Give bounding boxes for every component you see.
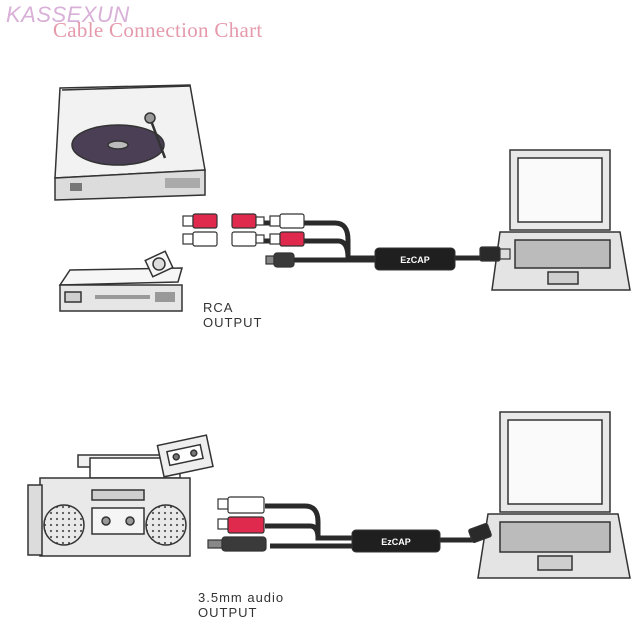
chart-title: Cable Connection Chart <box>53 18 263 42</box>
boombox-icon <box>27 434 214 557</box>
usb-plug-top <box>479 246 511 262</box>
rca-output-caption: RCA OUTPUT <box>203 300 262 330</box>
rca-plug-white-3 <box>269 213 305 229</box>
capture-device-bottom: EzCAP <box>351 529 441 553</box>
rca-plug-red-3 <box>269 231 305 247</box>
rca-plug-red-1 <box>182 213 218 229</box>
caption-line: RCA <box>203 300 234 315</box>
laptop-bottom-icon <box>477 411 631 579</box>
brand-watermark: KASSEXUN <box>6 2 130 27</box>
caption-line: OUTPUT <box>198 605 258 620</box>
capture-device-label: EzCAP <box>381 537 411 547</box>
capture-device-top: EzCAP <box>374 247 456 271</box>
laptop-top-icon <box>491 149 631 291</box>
rca-plug-white-2 <box>231 231 265 247</box>
aux-output-caption: 3.5mm audio OUTPUT <box>198 590 284 620</box>
dvd-player-icon <box>58 250 183 312</box>
rca-plug-red-4 <box>217 516 265 534</box>
capture-device-label: EzCAP <box>400 255 430 265</box>
rca-plug-white-1 <box>182 231 218 247</box>
audio-cable-bottom <box>265 503 492 549</box>
rca-plug-red-2 <box>231 213 265 229</box>
turntable-icon <box>54 84 206 201</box>
caption-line: 3.5mm audio <box>198 590 285 605</box>
rca-plug-white-4 <box>217 496 265 514</box>
aux-jack-top <box>265 252 295 268</box>
usb-plug-bottom <box>468 522 492 544</box>
caption-line: OUTPUT <box>203 315 263 330</box>
aux-jack-bottom <box>207 536 267 552</box>
